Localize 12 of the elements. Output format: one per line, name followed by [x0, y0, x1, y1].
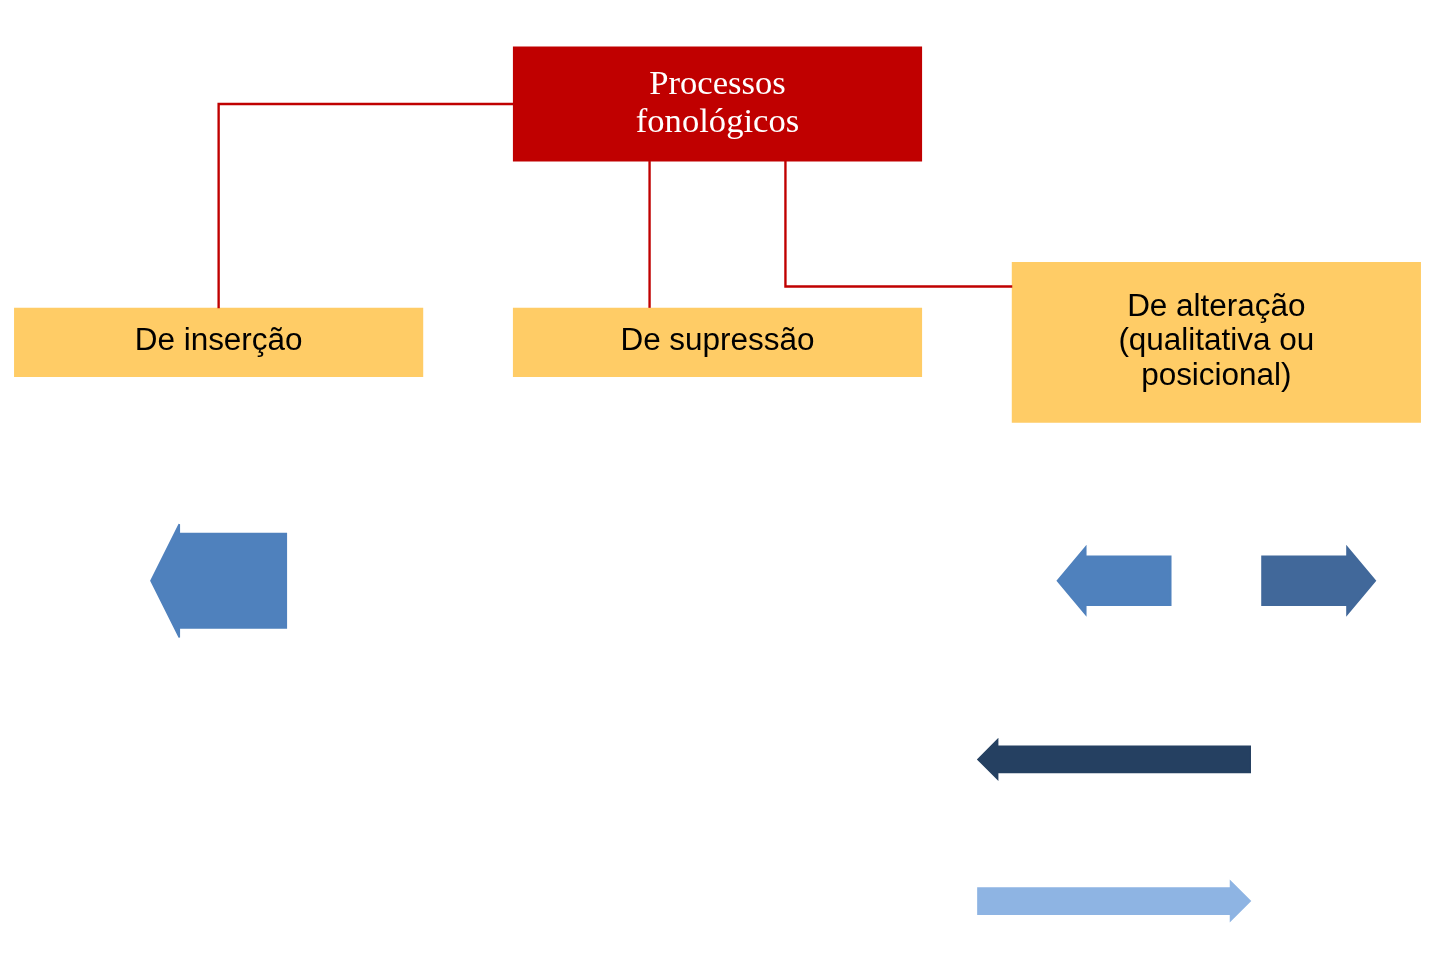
connector: [784, 160, 1013, 288]
node-box: Processos fonológicos: [512, 46, 923, 162]
node-arrow: [1056, 544, 1172, 617]
connector: [648, 161, 651, 308]
node-box: De inserção: [14, 307, 424, 377]
node-arrow: [150, 523, 288, 639]
node-arrow: [976, 737, 1251, 781]
node-arrow: [977, 879, 1252, 923]
node-box: De supressão: [512, 307, 923, 377]
connector: [217, 102, 514, 309]
node-arrow: [1261, 544, 1377, 617]
node-box: De alteração (qualitativa ou posicional): [1011, 262, 1421, 423]
